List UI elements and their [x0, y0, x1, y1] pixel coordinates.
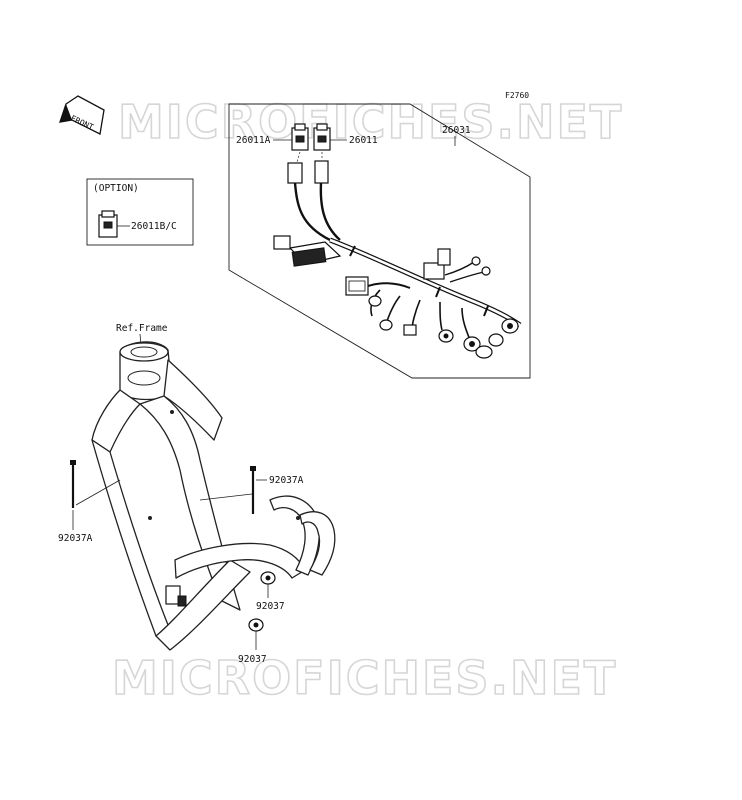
- watermark-bottom: MICROFICHES.NET: [112, 651, 617, 705]
- label-26011: 26011: [349, 135, 378, 146]
- connector-icon: [313, 123, 331, 151]
- front-arrow-icon: FRONT: [59, 95, 105, 135]
- label-26011bc: 26011B/C: [131, 221, 177, 232]
- label-92037a-right: 92037A: [269, 475, 304, 486]
- label-26031: 26031: [442, 125, 471, 136]
- label-ref-frame: Ref.Frame: [116, 323, 168, 334]
- wire-harness-icon: [273, 151, 522, 359]
- option-label: (OPTION): [93, 183, 139, 194]
- clamp-mid-icon: [260, 571, 276, 585]
- clamp-bottom-icon: [248, 618, 264, 632]
- cable-tie-left-icon: [70, 460, 76, 508]
- connector-a-icon: [291, 123, 309, 151]
- label-92037-bottom: 92037: [238, 654, 267, 665]
- connector-bc-icon: [98, 210, 118, 238]
- label-92037a-left: 92037A: [58, 533, 93, 544]
- cable-tie-right-icon: [250, 466, 256, 514]
- harness-box: [228, 103, 531, 379]
- frame-icon: [91, 341, 336, 651]
- figure-code: F2760: [505, 91, 529, 100]
- label-26011a: 26011A: [236, 135, 271, 146]
- watermark-top: MICROFICHES.NET: [118, 95, 623, 149]
- label-92037-mid: 92037: [256, 601, 285, 612]
- option-box: [86, 178, 194, 246]
